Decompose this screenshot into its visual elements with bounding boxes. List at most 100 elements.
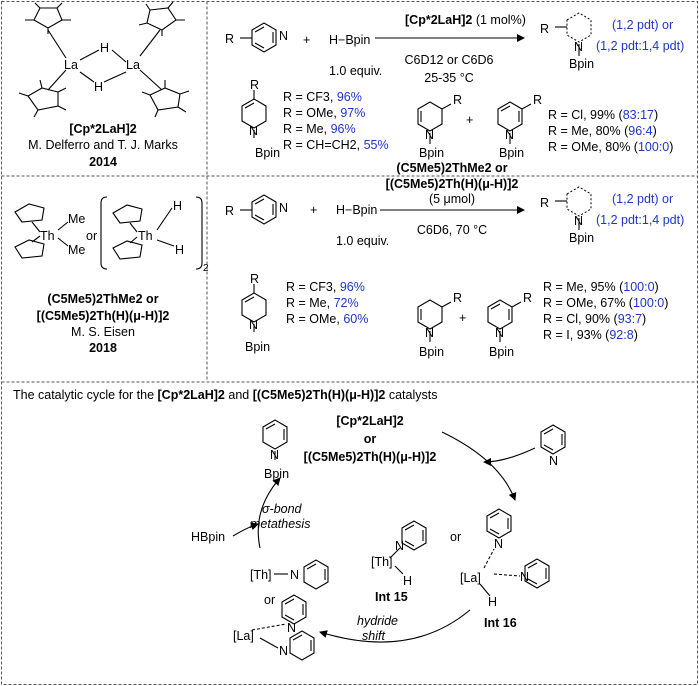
row2-product-n: N (574, 214, 583, 228)
row1-catalyst-structure (18, 1, 190, 118)
row1-reactant-r: R (225, 32, 234, 46)
row1-product-note-a: (1,2 pdt) or (612, 18, 673, 32)
cycle-center-b: [(C5Me5)2Th(H)(μ-H)]2 (304, 450, 437, 464)
svg-text:R = I, 93% (92:8): R = I, 93% (92:8) (543, 328, 638, 342)
row2-reactant-r: R (225, 204, 234, 218)
int15-h: H (403, 574, 412, 588)
row2-th-atom-1: Th (40, 229, 55, 243)
int16-n-right: N (520, 570, 529, 584)
row2-meta-r1: R (453, 291, 462, 305)
cycle-center-or: or (364, 432, 377, 446)
cycle-arrow-metathesis (257, 477, 281, 549)
row2-meta-r2: R (523, 291, 532, 305)
svg-text:R = Me, 72%: R = Me, 72% (286, 296, 359, 310)
row2-year: 2018 (89, 341, 117, 355)
row2-para-bpin: Bpin (245, 340, 270, 354)
svg-text:R = CF3, 96%: R = CF3, 96% (286, 280, 365, 294)
int16-la: [La] (460, 571, 481, 585)
row2-para-r: R (250, 272, 259, 286)
svg-text:R = OMe, 80% (100:0): R = OMe, 80% (100:0) (548, 140, 673, 154)
int16-structure (479, 508, 550, 597)
row1-plus: + (303, 33, 310, 47)
row2-product-bpin: Bpin (569, 231, 594, 245)
int15-label: Int 15 (375, 590, 408, 604)
cycle-or-left: or (264, 593, 275, 607)
row1-product-r: R (540, 22, 549, 36)
row2-para-n: N (249, 318, 258, 332)
row1-conditions-top: [Cp*2LaH]2 (1 mol%) (405, 13, 526, 27)
row1-meta-r1: R (453, 93, 462, 107)
svg-text:R = OMe, 60%: R = OMe, 60% (286, 312, 368, 326)
row1-para-bpin: Bpin (255, 146, 280, 160)
svg-text:R = Me, 95% (100:0): R = Me, 95% (100:0) (543, 280, 659, 294)
cycle-arrow-hydride-shift (319, 609, 471, 643)
cycle-center-a: [Cp*2LaH]2 (336, 414, 403, 428)
row1-meta-results: R = Cl, 99% (83:17) R = Me, 80% (96:4) R… (548, 108, 673, 154)
bridging-hydride-top: H (100, 41, 109, 55)
svg-text:R = CF3, 96%: R = CF3, 96% (283, 90, 362, 104)
cycle-hydride-a: hydride (357, 614, 398, 628)
svg-text:R = OMe, 97%: R = OMe, 97% (283, 106, 365, 120)
cycle-arrow-pyridine-in (483, 447, 536, 466)
row1-reagent: H−Bpin (329, 33, 370, 47)
row2-me-1: Me (68, 212, 85, 226)
row2-h-2: H (175, 243, 184, 257)
row1-equiv: 1.0 equiv. (329, 64, 382, 78)
int15-structure (389, 520, 427, 575)
int16-label: Int 16 (484, 616, 517, 630)
row1-year: 2014 (89, 155, 117, 169)
row1-reactant-n: N (279, 29, 288, 43)
svg-text:R = Cl, 90% (93:7): R = Cl, 90% (93:7) (543, 312, 646, 326)
row2-para-results: R = CF3, 96% R = Me, 72% R = OMe, 60% (286, 280, 368, 326)
row2-para-product-structure (241, 284, 267, 332)
row1-para-r: R (250, 78, 259, 92)
int16-h: H (488, 595, 497, 609)
cycle-product-structure (262, 419, 288, 460)
cycle-th-amide-n: N (290, 568, 299, 582)
row2-h-1: H (173, 199, 182, 213)
row1-temperature: 25-35 °C (424, 71, 473, 85)
cycle-hydride-b: shift (362, 629, 385, 643)
row1-meta-r2: R (533, 93, 542, 107)
row2-catalyst-structures (14, 196, 203, 270)
row2-meta-results: R = Me, 95% (100:0) R = OMe, 67% (100:0)… (543, 280, 668, 342)
row1-solvent: C6D12 or C6D6 (405, 53, 494, 67)
bridging-hydride-bottom: H (94, 80, 103, 94)
row1-meta-products-structure (417, 101, 532, 144)
cycle-pyridine-structure (540, 424, 566, 455)
cycle-hbpin: HBpin (191, 530, 225, 544)
row2-th-atom-2: Th (138, 229, 153, 243)
row2-conditions-d: C6D6, 70 °C (417, 223, 487, 237)
row2-conditions-c: (5 μmol) (429, 192, 475, 206)
row1-product-bpin: Bpin (569, 57, 594, 71)
cycle-th-bracket: [Th] (250, 568, 272, 582)
row2-or: or (86, 229, 97, 243)
row2-reagent: H−Bpin (336, 203, 377, 217)
cycle-heading: The catalytic cycle for the [Cp*2LaH]2 a… (13, 388, 437, 402)
row1-product-n: N (574, 40, 583, 54)
row2-conditions-a: (C5Me5)2ThMe2 or (396, 161, 507, 175)
cycle-th-amide-structure (274, 559, 329, 590)
cycle-la-amide-n: N (279, 644, 288, 658)
row2-author: M. S. Eisen (71, 325, 135, 339)
row2-product-note-a: (1,2 pdt) or (612, 192, 673, 206)
cycle-arrow-coordination (441, 431, 517, 501)
row2-equiv: 1.0 equiv. (336, 234, 389, 248)
row2-product-structure (555, 186, 592, 230)
row1-product-note-b: (1,2 pdt:1,4 pdt) (596, 39, 684, 53)
row2-product-note-b: (1,2 pdt:1,4 pdt) (596, 213, 684, 227)
row2-product-r: R (540, 196, 549, 210)
cycle-product-bpin: Bpin (264, 467, 289, 481)
row1-meta-plus: + (466, 113, 473, 127)
row2-meta-products-structure (417, 299, 522, 342)
svg-text:R = CH=CH2, 55%: R = CH=CH2, 55% (283, 138, 389, 152)
row1-product-structure (555, 12, 592, 56)
row2-plus: + (310, 203, 317, 217)
la-atom-left: La (64, 58, 78, 72)
row1-meta-bpin1: Bpin (419, 146, 444, 160)
svg-text:R = Me, 96%: R = Me, 96% (283, 122, 356, 136)
row1-authors: M. Delferro and T. J. Marks (28, 138, 178, 152)
cycle-pyridine-n: N (549, 454, 558, 468)
